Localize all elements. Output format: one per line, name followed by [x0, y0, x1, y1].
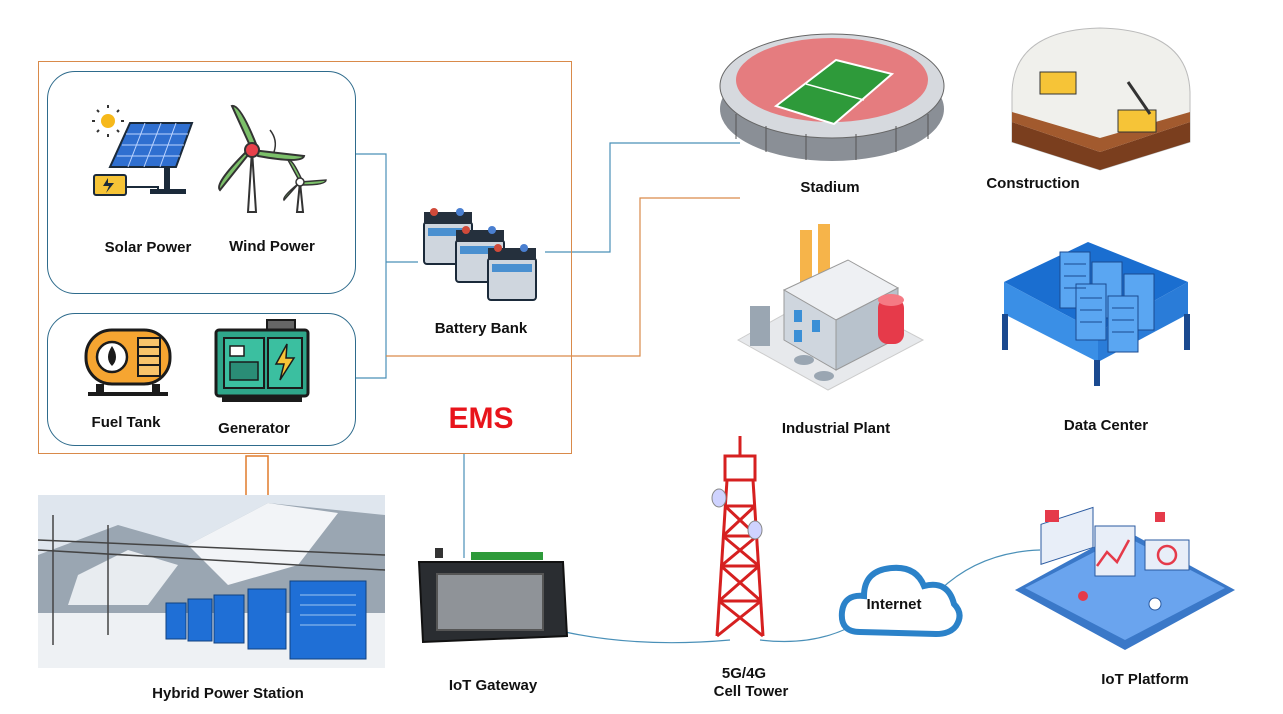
construction-site-icon	[1011, 27, 1191, 171]
ems-to-industrial-line	[386, 197, 740, 357]
wind-power-label: Wind Power	[229, 238, 315, 255]
wind-turbine-icon	[218, 104, 327, 213]
fuel-tank-label: Fuel Tank	[91, 414, 161, 431]
fuel-tank-icon	[84, 328, 172, 396]
hybrid-power-station-label: Hybrid Power Station	[152, 685, 304, 702]
construction-label: Construction	[986, 175, 1080, 192]
battery-to-stadium-line	[545, 142, 740, 253]
battery-bank-icon	[423, 208, 537, 301]
battery-bank-label: Battery Bank	[434, 320, 528, 337]
internet-to-platform-line	[939, 549, 1041, 591]
industrial-plant-label: Industrial Plant	[781, 420, 891, 437]
industrial-plant-icon	[736, 224, 925, 391]
solar-power-label: Solar Power	[104, 239, 192, 256]
data-center-icon	[1002, 242, 1190, 386]
stadium-label: Stadium	[800, 179, 860, 196]
hybrid-power-station-photo	[38, 495, 385, 668]
renewable-bus-line	[354, 153, 387, 379]
iot-platform-icon	[1015, 506, 1235, 650]
ems-title: EMS	[448, 402, 514, 435]
ems-frame	[38, 61, 572, 454]
cell-tower-icon	[711, 436, 765, 638]
iot-gateway-device-icon	[417, 548, 569, 644]
internet-cloud-icon	[838, 564, 963, 638]
internet-label: Internet	[866, 596, 922, 613]
generator-icon	[214, 319, 310, 402]
iot-gateway-label: IoT Gateway	[448, 677, 538, 694]
solar-panel-icon	[92, 105, 194, 196]
tower-to-internet-line	[759, 627, 849, 643]
iot-platform-label: IoT Platform	[1101, 671, 1189, 688]
generator-label: Generator	[218, 420, 290, 437]
gateway-to-tower-line	[564, 631, 731, 644]
cell-tower-label-line2: Cell Tower	[713, 683, 789, 700]
cell-tower-label-line1: 5G/4G	[721, 665, 767, 682]
data-center-label: Data Center	[1063, 417, 1149, 434]
stadium-icon	[719, 33, 945, 161]
